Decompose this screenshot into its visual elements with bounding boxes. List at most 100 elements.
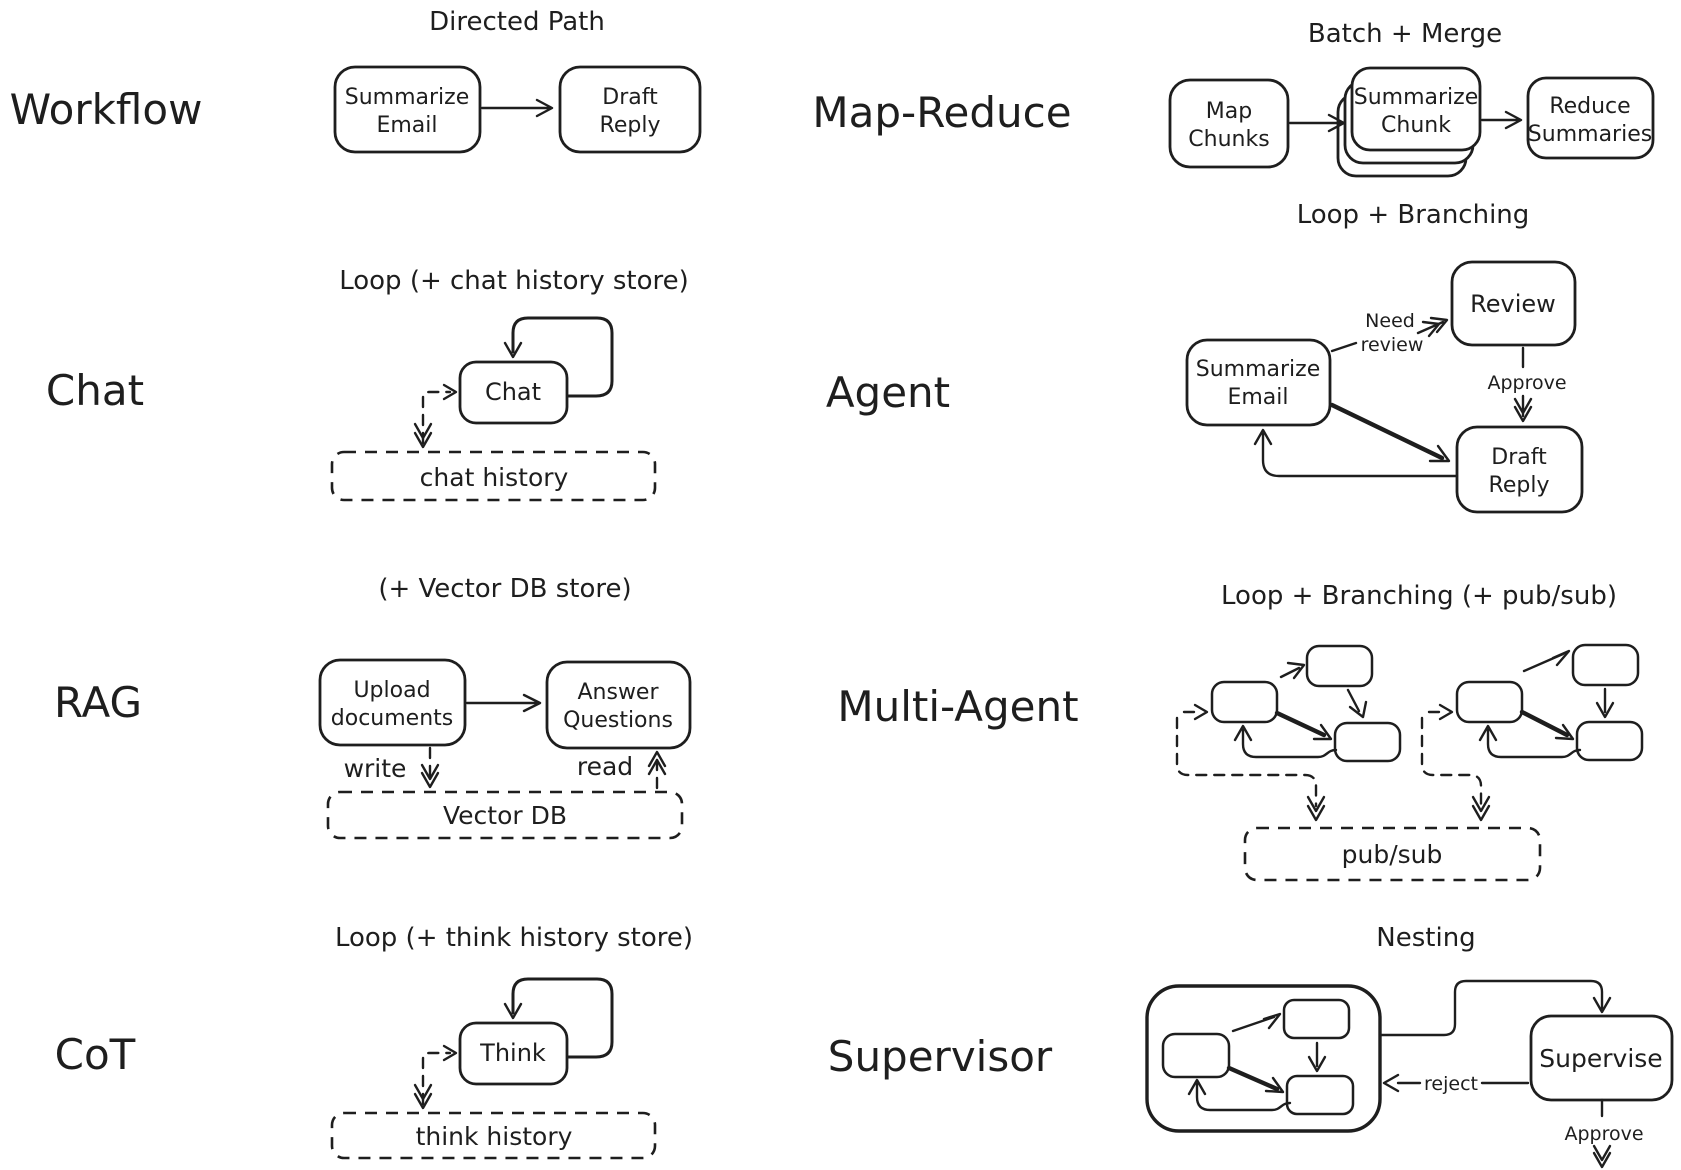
section-label: CoT <box>55 1030 136 1079</box>
pubsub-store-label: pub/sub <box>1342 840 1443 869</box>
summarize-chunk-label-line2: Chunk <box>1381 113 1451 138</box>
think-history-store-label: think history <box>416 1122 573 1151</box>
draft-reply-label-line1: Draft <box>602 85 658 110</box>
think-self-loop-arrowhead <box>503 1002 523 1020</box>
section-rag: RAG (+ Vector DB store) Upload documents… <box>54 574 692 840</box>
agent-draft-reply-line2: Reply <box>1489 473 1550 498</box>
arrow-draft-back-to-summarize <box>1253 428 1459 478</box>
cluster2-arrow-c-back-to-a <box>1478 724 1582 759</box>
cluster1-arrow-a-to-c-thick <box>1274 710 1327 738</box>
cluster1-node-b <box>1305 644 1374 688</box>
approve-arrowhead <box>1592 1144 1612 1169</box>
cluster1-arrow-a-to-c-head <box>1312 723 1333 741</box>
cluster1-arrow-b-to-c <box>1346 688 1368 719</box>
section-title: Batch + Merge <box>1308 19 1502 49</box>
chat-node-label: Chat <box>485 378 541 406</box>
nested-arrow-a-to-c-head <box>1264 1076 1285 1094</box>
cluster1-node-a <box>1210 680 1279 724</box>
cluster2-arrow-a-to-c-head <box>1554 723 1575 741</box>
summarize-email-label-line2: Email <box>376 113 437 138</box>
section-agent: Agent Loop + Branching Summarize Email R… <box>826 200 1584 514</box>
cluster1-pubsub-arrowhead <box>1306 795 1326 822</box>
section-title: (+ Vector DB store) <box>378 574 631 604</box>
summarize-email-node <box>333 65 482 154</box>
arrow-approve-to-draft <box>1513 394 1533 423</box>
section-title: Loop + Branching <box>1297 200 1530 230</box>
summarize-chunk-node <box>1350 66 1482 152</box>
upload-documents-line1: Upload <box>353 678 430 703</box>
arrow-summarize-to-draft <box>480 98 554 118</box>
cluster2-arrow-a-to-b <box>1522 649 1571 673</box>
read-edge-label: read <box>577 752 633 781</box>
section-multi-agent: Multi-Agent Loop + Branching (+ pub/sub)… <box>837 581 1644 882</box>
supervise-node-label: Supervise <box>1539 1044 1662 1073</box>
arrow-container-to-supervise <box>1378 979 1612 1037</box>
reduce-summaries-node <box>1526 76 1655 160</box>
vector-db-store-label: Vector DB <box>443 801 567 830</box>
cluster1-entry-arrowhead <box>1193 703 1209 721</box>
nested-arrow-a-to-c-thick <box>1226 1065 1280 1092</box>
answer-questions-line1: Answer <box>577 680 659 705</box>
chat-history-connector-arrowheads <box>413 383 458 449</box>
section-label: Supervisor <box>828 1032 1053 1081</box>
map-chunks-label-line1: Map <box>1206 99 1252 124</box>
map-chunks-label-line2: Chunks <box>1188 127 1269 152</box>
section-cot: CoT Loop (+ think history store) Think t… <box>55 923 693 1160</box>
draft-reply-label-line2: Reply <box>600 113 661 138</box>
nested-node-b <box>1282 998 1351 1040</box>
chat-history-store-label: chat history <box>420 463 569 492</box>
section-label: Multi-Agent <box>837 682 1078 731</box>
write-arrowhead <box>420 763 440 789</box>
answer-questions-node <box>545 660 692 750</box>
section-label: Workflow <box>10 85 203 134</box>
section-workflow: Workflow Directed Path Summarize Email D… <box>10 7 702 154</box>
chat-node <box>458 360 569 425</box>
section-label: RAG <box>54 678 142 727</box>
nested-node-a <box>1161 1032 1231 1079</box>
map-chunks-node <box>1168 78 1290 169</box>
nested-arrow-b-to-c <box>1307 1041 1327 1073</box>
supervisor-approve-edge-label: Approve <box>1564 1123 1643 1145</box>
reduce-summaries-label-line2: Summaries <box>1528 122 1652 147</box>
cluster2-node-c <box>1575 720 1644 762</box>
think-history-store <box>330 1111 657 1160</box>
agent-approve-edge-label: Approve <box>1487 372 1566 394</box>
agent-summarize-email-line1: Summarize <box>1196 357 1321 382</box>
need-review-edge-label-line1: Need <box>1365 310 1415 332</box>
arrow-summarize-to-reduce <box>1480 110 1523 130</box>
arrow-map-to-summarize <box>1288 113 1346 133</box>
cluster2-node-a <box>1455 680 1524 724</box>
arrow-summarize-to-draft-head <box>1428 444 1451 463</box>
need-review-edge-dash <box>1330 341 1358 353</box>
section-label: Agent <box>826 368 950 417</box>
cluster1-node-c <box>1333 721 1402 763</box>
upload-documents-line2: documents <box>331 706 453 731</box>
answer-questions-line2: Questions <box>563 708 673 733</box>
agent-review-node <box>1450 260 1577 347</box>
agent-summarize-email-line2: Email <box>1227 385 1288 410</box>
section-chat: Chat Loop (+ chat history store) Chat ch… <box>46 266 689 502</box>
think-node-label: Think <box>479 1039 546 1067</box>
vector-db-store <box>326 790 684 840</box>
section-supervisor: Supervisor Nesting Supervise reject Appr… <box>828 923 1674 1169</box>
reduce-summaries-label-line1: Reduce <box>1549 94 1630 119</box>
cluster2-node-b <box>1571 643 1640 687</box>
cluster2-arrow-a-to-c-thick <box>1519 709 1570 738</box>
chat-history-connector <box>421 390 452 445</box>
arrow-summarize-to-draft-thick <box>1329 402 1445 461</box>
nested-arrow-c-back-to-a <box>1187 1078 1292 1112</box>
agent-summarize-email-node <box>1185 338 1332 427</box>
summarize-email-label-line1: Summarize <box>345 85 470 110</box>
section-title: Loop (+ chat history store) <box>339 266 689 296</box>
think-node <box>458 1021 569 1086</box>
cluster2-pubsub-connector <box>1420 716 1483 808</box>
read-arrowhead <box>647 750 667 776</box>
section-title: Loop + Branching (+ pub/sub) <box>1221 581 1617 611</box>
upload-documents-node <box>318 658 467 747</box>
section-label: Chat <box>46 366 144 415</box>
section-title: Loop (+ think history store) <box>335 923 693 953</box>
think-history-connector-arrowheads <box>413 1044 458 1110</box>
draft-reply-node <box>558 65 702 154</box>
arrow-to-review <box>1416 316 1449 338</box>
